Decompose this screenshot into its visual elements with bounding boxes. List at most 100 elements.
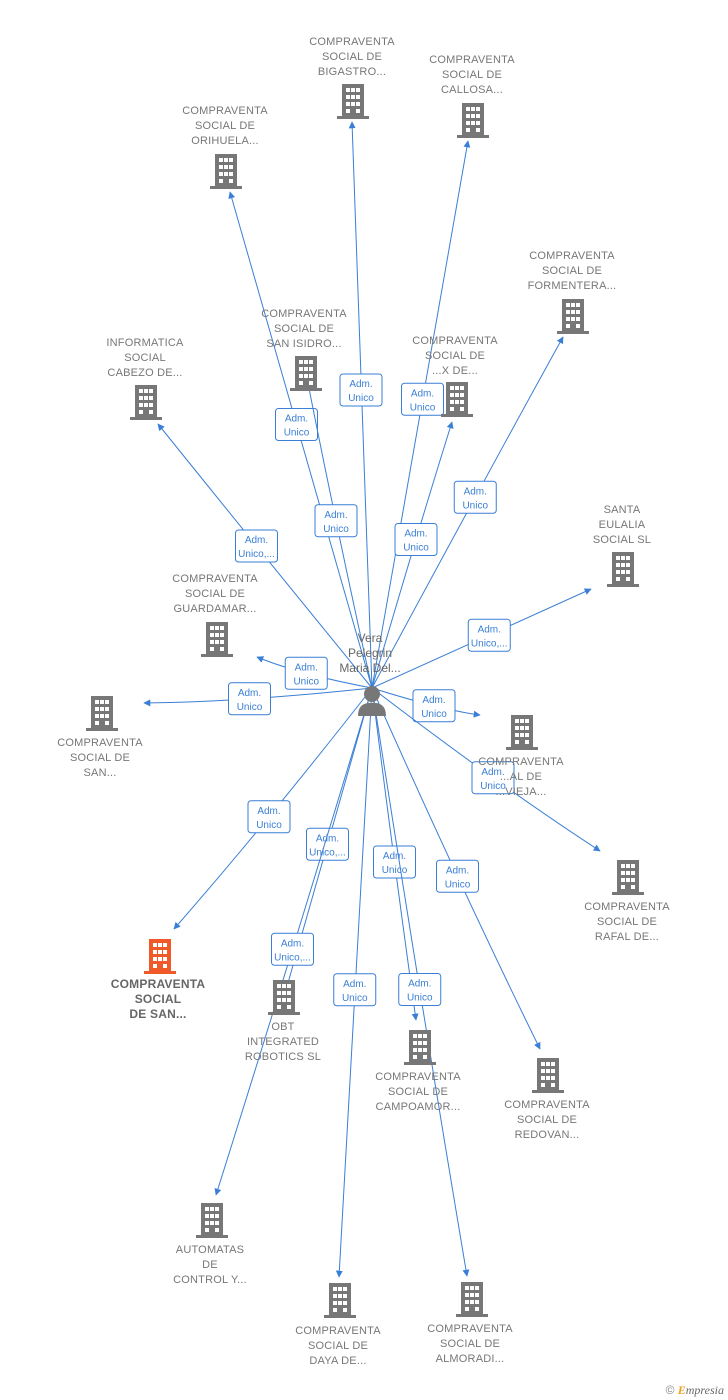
role-badge[interactable]: Adm.Unico [247,800,291,834]
role-badge-text: Unico,... [238,549,275,560]
role-badge-text: Unico [421,709,447,720]
role-badge[interactable]: Adm.Unico,... [271,932,314,966]
role-badge-box [412,689,456,723]
company-node-vieja[interactable]: COMPRAVENTA...AL DE...VIEJA... [478,715,564,798]
role-badge[interactable]: Adm.Unico [314,504,358,538]
company-label: SOCIAL DE [388,1086,448,1098]
role-badge-text: Unico [445,879,471,890]
building-icon [506,715,538,750]
role-badge-text: Adm. [464,486,487,497]
edge-automatas[interactable]: Adm.Unico,... [214,687,373,1196]
building-icon [337,84,369,119]
company-label: CAMPOAMOR... [376,1101,461,1113]
edge-obt[interactable]: Adm.Unico,... [283,687,373,998]
company-label: GUARDAMAR... [173,603,256,615]
edge-sanisidro[interactable]: Adm.Unico [305,372,373,689]
edge-formentera[interactable]: Adm.Unico [371,336,564,689]
building-icon [86,696,118,731]
edge-informatica[interactable]: Adm. Unico,... [157,423,373,689]
company-label: FORMENTERA... [528,280,617,292]
edge-redovan[interactable]: Adm. Unico [371,687,541,1050]
role-badge[interactable]: Adm. Unico [436,859,479,893]
edge-xde[interactable]: Adm.Unico [371,421,454,689]
role-badge[interactable]: Adm.Unico [471,761,515,795]
company-label: ROBOTICS SL [245,1051,321,1063]
role-badge-text: Adm. [257,806,280,817]
company-label: DE SAN... [129,1007,186,1021]
edge-orihuela[interactable]: Adm. Unico [228,191,373,689]
role-badge-box [467,618,511,652]
edge-almoradi[interactable]: Adm. Unico [371,687,470,1277]
company-label: COMPRAVENTA [478,756,564,768]
edge-bigastro[interactable]: Adm.Unico [339,121,383,689]
company-label: SOCIAL DE [274,323,334,335]
edge-sanleft[interactable]: Adm.Unico [143,682,373,716]
edge-rafal[interactable]: Adm.Unico [371,687,601,852]
company-label: COMPRAVENTA [504,1099,590,1111]
company-label: COMPRAVENTA [111,977,206,991]
brand-logo[interactable]: Empresia [677,1383,724,1397]
company-label: AUTOMATAS [176,1244,244,1256]
company-label: INTEGRATED [247,1036,319,1048]
company-label: COMPRAVENTA [429,54,515,66]
company-label: SOCIAL DE [70,752,130,764]
building-icon [457,103,489,138]
edge-vieja[interactable]: Adm.Unico [371,687,481,723]
role-badge[interactable]: Adm.Unico [228,682,271,716]
role-badge-box [373,845,416,879]
edge-guardamar[interactable]: Adm.Unico [256,656,373,690]
role-badge-text: Adm. [295,662,318,673]
role-badge[interactable]: Adm.Unico [339,373,383,407]
company-label: SOCIAL DE [442,69,502,81]
role-badge[interactable]: Adm.Unico [333,973,377,1007]
company-label: ...X DE... [432,365,478,377]
role-badge[interactable]: Adm.Unico [412,689,456,723]
company-label: COMPRAVENTA [427,1323,513,1335]
company-label: COMPRAVENTA [584,901,670,913]
role-badge[interactable]: Adm.Unico,... [235,529,278,563]
person-name: Vera [358,631,383,645]
role-badge[interactable]: Adm.Unico [398,973,442,1006]
role-badge-box [394,523,438,556]
role-badge-text: Unico [348,393,374,404]
company-label: SOCIAL DE [517,1114,577,1126]
role-badge[interactable]: Adm.Unico,... [467,618,511,652]
company-label: SOCIAL SL [593,534,651,546]
building-icon [144,939,176,974]
role-badge-text: Adm. [316,833,339,844]
building-icon [210,154,242,189]
edge-daya[interactable]: Adm.Unico [333,687,377,1278]
edge-santaeulalia[interactable]: Adm.Unico,... [371,588,592,689]
role-badge-text: Adm. [446,865,469,876]
role-badge[interactable]: Adm.Unico [394,523,438,556]
person-icon [358,686,386,716]
role-badge[interactable]: Adm.Unico [275,408,318,441]
company-label: COMPRAVENTA [172,573,258,585]
role-badge[interactable]: Adm.Unico,... [306,827,349,861]
edge-sanhl[interactable]: Adm.Unico [173,687,373,930]
role-badge[interactable]: Adm.Unico [284,656,328,690]
role-badge[interactable]: Adm.Unico [373,845,416,879]
edge-callosa[interactable]: Adm.Unico [371,140,471,689]
role-badge[interactable]: Adm.Unico [453,480,497,514]
role-badge[interactable]: Adm.Unico [401,382,444,416]
